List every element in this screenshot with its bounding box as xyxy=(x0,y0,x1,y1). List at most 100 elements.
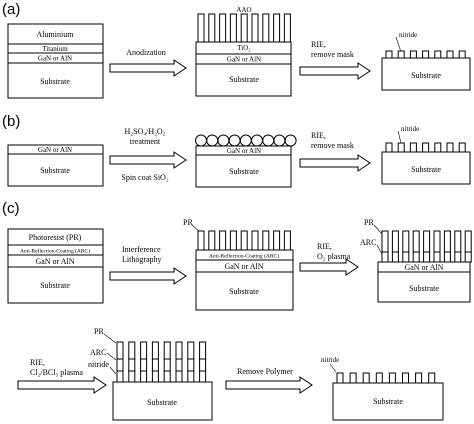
nitride-pillar xyxy=(415,372,423,384)
substrate-label: Substrate xyxy=(229,167,259,176)
arc-pillar xyxy=(433,251,441,263)
aao-pillar xyxy=(229,13,237,43)
substrate-layer xyxy=(112,381,213,421)
aao-label: AAO xyxy=(236,6,251,14)
pr-pillar xyxy=(454,230,462,253)
substrate-layer xyxy=(195,154,292,188)
nitride-pillar xyxy=(385,50,393,59)
substrate-label: Substrate xyxy=(229,75,259,84)
nitride-pointer xyxy=(395,36,402,53)
remove-polymer-label: Remove Polymer xyxy=(237,367,293,376)
nitride-pillar xyxy=(434,142,442,153)
pr-pillar xyxy=(402,230,410,253)
o2-plasma-label: O₂ plasma xyxy=(317,252,351,261)
arc-pillar xyxy=(454,251,462,263)
pr-pillar xyxy=(151,341,159,360)
nitride-pointer xyxy=(329,363,337,373)
nitride-pillar xyxy=(397,142,405,153)
arc-label: ARC xyxy=(360,238,376,247)
aao-pillar xyxy=(219,13,227,43)
pr-pillar xyxy=(175,341,183,360)
panel-b-label: (b) xyxy=(2,113,20,130)
nitride-pillars xyxy=(385,142,466,153)
nitride-pillar xyxy=(402,372,409,384)
arc-pillar xyxy=(199,358,207,372)
arrow-icon xyxy=(109,151,187,169)
sio2-sphere xyxy=(251,134,263,147)
rie-label: RIE, xyxy=(317,242,332,251)
substrate-layer xyxy=(377,271,471,303)
panel-c-litho-stack: PR Anti-Reflection-Coating (ARC) GaN or … xyxy=(183,218,294,311)
arc-pillar xyxy=(464,251,472,263)
nitride-pillar xyxy=(409,142,417,153)
substrate-label: Substrate xyxy=(40,77,70,86)
pr-pillar xyxy=(381,230,389,253)
substrate-label: Substrate xyxy=(411,165,441,174)
panel-a-aao-stack: AAO TiO₂ GaN or AlN Substrate xyxy=(195,6,292,97)
gan-label: GaN or AlN xyxy=(404,263,443,272)
nitride-pillar xyxy=(385,142,393,153)
arc-label: Anti-Reflection-Coating (ARC) xyxy=(209,253,279,260)
pr-pillar xyxy=(240,230,248,251)
arc-pillar xyxy=(151,358,159,372)
substrate-layer xyxy=(195,271,294,311)
pr-pointer xyxy=(103,333,117,344)
titanium-label: Titanium xyxy=(42,45,68,53)
rie-label: RIE, xyxy=(311,131,326,140)
remove-mask-label: remove mask xyxy=(311,141,354,150)
nitride-pillar xyxy=(199,370,207,383)
gan-label: GaN or AlN xyxy=(227,147,261,155)
arc-pillar xyxy=(140,358,148,372)
nitride-label: nitride xyxy=(401,125,419,133)
substrate-label: Substrate xyxy=(147,398,177,407)
panel-c-label: (c) xyxy=(2,200,20,217)
arc-pillar xyxy=(412,251,420,263)
pr-pillar xyxy=(163,341,171,360)
pr-label: PR xyxy=(364,218,374,227)
nitride-pillar xyxy=(116,370,124,383)
panel-b-sphere-stack: GaN or AlN Substrate xyxy=(195,134,297,188)
tio2-label: TiO₂ xyxy=(237,44,251,52)
panel-b-initial-stack: GaN or AlN Substrate xyxy=(7,144,104,187)
substrate-layer xyxy=(381,57,471,91)
panel-c-initial-stack: Photoresist (PR) Anti-Reflection-Coating… xyxy=(7,228,104,304)
sio2-sphere xyxy=(228,134,241,147)
rie-label: RIE, xyxy=(30,358,45,367)
nitride-pillar xyxy=(458,50,466,59)
panel-a-initial-stack: Aluminium Titanium GaN or AlN Substrate xyxy=(7,23,104,99)
pr-arc-nitride-pillars xyxy=(116,341,207,383)
arrow-icon xyxy=(299,62,371,80)
pr-pillar xyxy=(391,230,399,253)
pr-pillar xyxy=(229,230,237,251)
substrate-label: Substrate xyxy=(373,397,403,406)
nitride-pointer xyxy=(109,366,117,375)
arrow-icon xyxy=(299,258,359,276)
nitride-pillar xyxy=(362,372,370,384)
panel-a-arrow-1: Anodization xyxy=(109,48,187,77)
arc-pillar xyxy=(423,251,431,263)
nitride-pillar xyxy=(163,370,171,383)
nitride-label: nitride xyxy=(88,360,109,369)
substrate-layer xyxy=(7,266,104,304)
panel-c-final-stack: nitride Substrate xyxy=(321,356,444,421)
panel-c-arc-etched-stack: PR ARC GaN or AlN Substrate xyxy=(360,218,472,303)
pr-pillar xyxy=(116,341,124,360)
arc-label: ARC xyxy=(90,348,106,357)
arc-pillar xyxy=(443,251,451,263)
panel-b-arrow-1: H₂SO₄/H₂O₂ treatment Spin coat SiO₂ xyxy=(109,127,187,182)
panel-a-final-stack: nitride Substrate xyxy=(381,31,471,91)
pr-pillar xyxy=(464,230,472,253)
sio2-sphere xyxy=(284,134,297,147)
panel-c-arrow-2: RIE, O₂ plasma xyxy=(299,242,359,276)
panel-a-arrow-2: RIE, remove mask xyxy=(299,40,371,80)
h2so4-label: H₂SO₄/H₂O₂ xyxy=(125,127,166,136)
substrate-layer xyxy=(332,382,444,421)
arc-pillar xyxy=(116,358,124,372)
panel-c-nitride-etched-stack: PR ARC nitride Substrate xyxy=(88,327,213,421)
rie-label: RIE, xyxy=(311,40,326,49)
pr-pillar xyxy=(443,230,451,253)
treatment-label: treatment xyxy=(130,137,161,146)
nitride-pillar xyxy=(422,142,430,153)
nitride-pillar xyxy=(388,372,396,384)
